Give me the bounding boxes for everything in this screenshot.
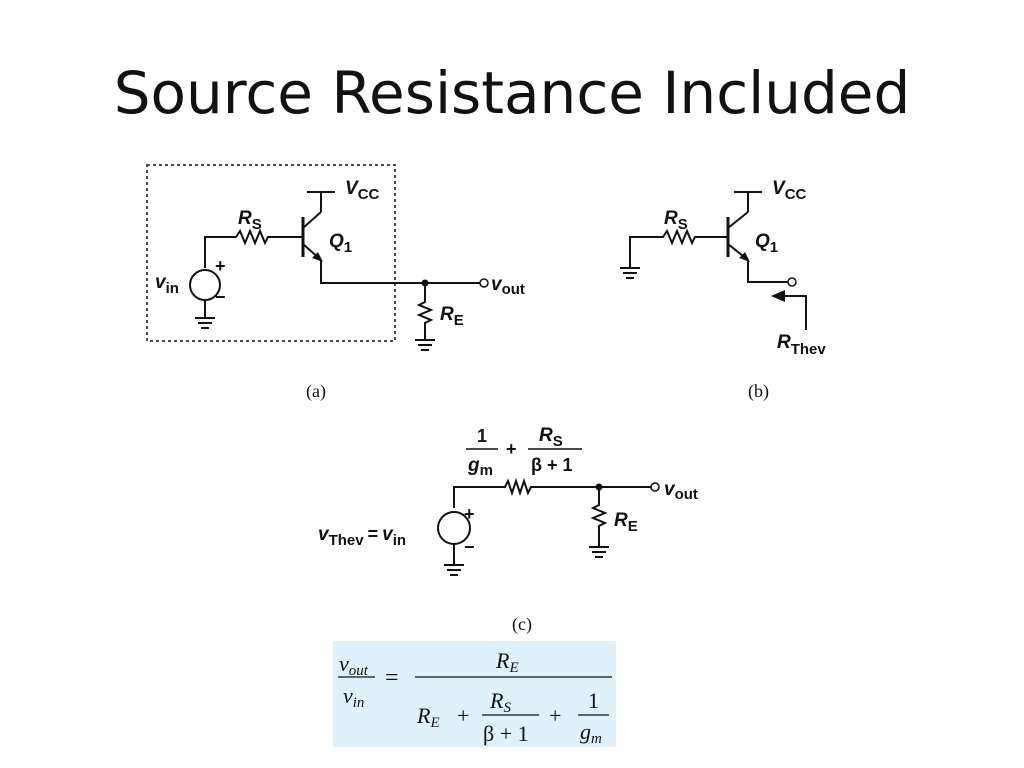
emitter-arrow-icon bbox=[312, 252, 323, 262]
source-plus: + bbox=[464, 504, 475, 524]
re-label: RE bbox=[614, 510, 638, 535]
series-num-2: RS bbox=[539, 425, 563, 450]
vout-label: vout bbox=[664, 479, 698, 503]
rthev-arrow-line bbox=[783, 295, 807, 330]
vin-label: vin bbox=[155, 272, 179, 297]
lhs-numerator: vout bbox=[339, 651, 369, 679]
den-frac2-numerator: 1 bbox=[588, 688, 599, 713]
den-plus-1: + bbox=[457, 703, 469, 728]
series-den-1: gm bbox=[467, 455, 493, 479]
rthev-arrow-icon bbox=[771, 290, 785, 302]
ground-icon bbox=[620, 267, 640, 279]
output-terminal bbox=[479, 278, 489, 288]
vthev-equation: vThev=vin bbox=[318, 524, 406, 549]
emitter-output-wire bbox=[320, 260, 480, 284]
re-resistor bbox=[590, 487, 608, 547]
gain-formula: vout vin = RE RE + RS β + 1 + 1 gm bbox=[338, 648, 612, 747]
base-wire bbox=[204, 228, 303, 268]
series-num-1: 1 bbox=[477, 426, 487, 446]
vcc-label: VCC bbox=[345, 178, 380, 203]
vout-label: vout bbox=[491, 274, 525, 298]
formula-equals: = bbox=[385, 665, 399, 691]
caption-b: (b) bbox=[748, 381, 769, 402]
caption-a: (a) bbox=[306, 381, 326, 402]
q1-label: Q1 bbox=[329, 231, 352, 256]
rhs-numerator: RE bbox=[495, 648, 519, 676]
source-series-wire bbox=[453, 477, 651, 508]
caption-c: (c) bbox=[512, 614, 532, 635]
series-den-2: β + 1 bbox=[531, 455, 573, 475]
output-terminal bbox=[650, 482, 660, 492]
rs-label: RS bbox=[664, 208, 688, 233]
q1-label: Q1 bbox=[755, 231, 778, 256]
den-re: RE bbox=[416, 703, 440, 731]
source-plus: + bbox=[215, 256, 226, 276]
den-plus-2: + bbox=[549, 703, 561, 728]
circuit-b: VCC RS Q1 RThev (b) bbox=[620, 178, 826, 402]
transistor-collector bbox=[302, 211, 322, 229]
ground-icon bbox=[195, 317, 215, 329]
transistor-collector bbox=[727, 211, 749, 229]
ground-icon bbox=[444, 564, 464, 576]
dashed-box bbox=[146, 164, 396, 342]
re-label: RE bbox=[440, 304, 464, 329]
den-frac2-denominator: gm bbox=[580, 719, 602, 747]
circuit-c: 1 gm + RS β + 1 + − vThev=vin vout RE (c… bbox=[318, 425, 698, 635]
slide-title: Source Resistance Included bbox=[113, 59, 911, 127]
den-frac-denominator: β + 1 bbox=[483, 721, 529, 746]
ground-icon bbox=[415, 339, 435, 351]
source-minus: − bbox=[464, 537, 475, 557]
re-resistor bbox=[416, 283, 434, 340]
rs-label: RS bbox=[238, 208, 262, 233]
gain-formula-box: vout vin = RE RE + RS β + 1 + 1 gm bbox=[333, 641, 616, 747]
series-plus: + bbox=[506, 439, 517, 459]
den-frac-numerator: RS bbox=[489, 688, 511, 716]
emitter-arrow-icon bbox=[739, 252, 750, 262]
lhs-denominator: vin bbox=[343, 683, 364, 711]
ground-icon bbox=[589, 546, 609, 558]
output-terminal bbox=[787, 277, 797, 287]
circuit-a: VCC RS Q1 vin + − vout RE (a) bbox=[146, 164, 525, 402]
vcc-label: VCC bbox=[772, 178, 807, 203]
emitter-output-wire bbox=[747, 260, 788, 283]
rthev-label: RThev bbox=[777, 332, 826, 358]
source-minus: − bbox=[215, 287, 226, 307]
base-wire bbox=[629, 228, 728, 268]
